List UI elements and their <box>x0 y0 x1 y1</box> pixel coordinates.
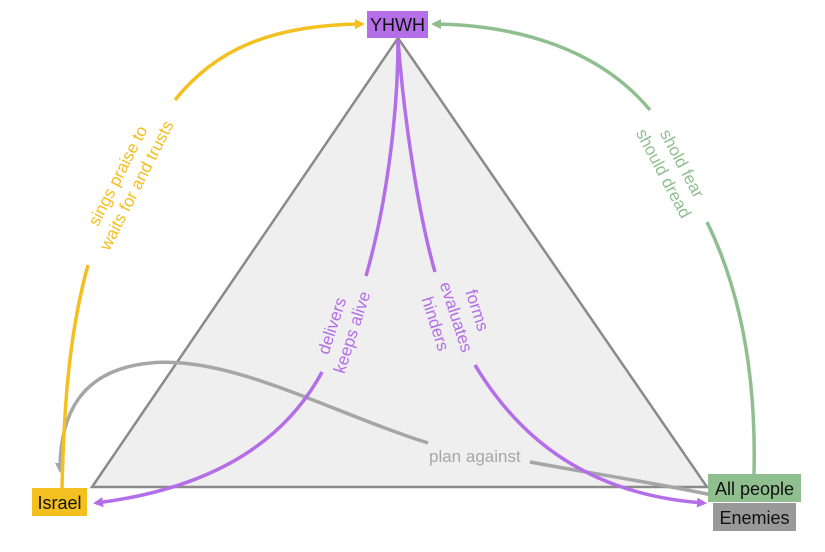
edge-yhwh-to-people <box>396 39 704 503</box>
node-israel: Israel <box>32 488 87 516</box>
edge-yhwh-to-israel <box>96 39 400 503</box>
node-enemies: Enemies <box>713 503 796 531</box>
node-yhwh: YHWH <box>367 11 428 38</box>
edge-plan-against <box>60 360 713 497</box>
node-all-people-label: All people <box>715 479 794 499</box>
node-israel-label: Israel <box>37 493 81 513</box>
edge-israel-to-yhwh <box>60 24 362 489</box>
central-triangle <box>89 35 710 489</box>
node-all-people: All people <box>708 474 801 502</box>
label-plan-against: plan against <box>429 447 521 466</box>
edge-people-to-yhwh <box>434 24 756 475</box>
node-yhwh-label: YHWH <box>370 15 425 35</box>
node-enemies-label: Enemies <box>719 508 789 528</box>
